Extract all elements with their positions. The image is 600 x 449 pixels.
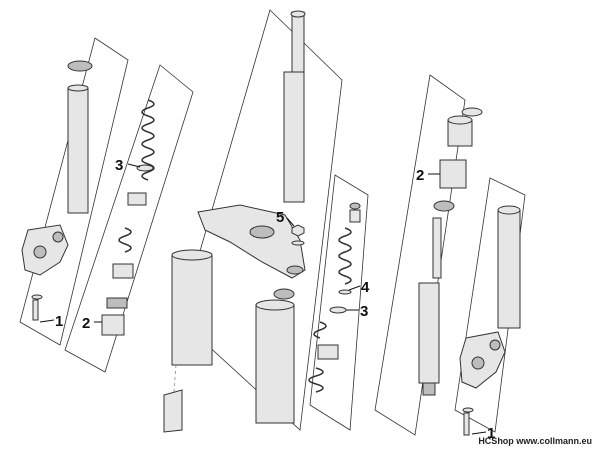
left-spring-seat [136, 164, 154, 172]
right-bolt [463, 412, 470, 436]
right-lower-spring [308, 367, 324, 393]
left-spring-frame [64, 64, 194, 373]
stem-cap [290, 10, 306, 18]
left-top-seal [67, 60, 93, 72]
right-top-cap [349, 202, 361, 210]
right-damper-frame [374, 74, 466, 436]
right-circlip [461, 107, 483, 117]
callout-5-center: 5 [276, 209, 284, 226]
center-washer [273, 288, 295, 300]
left-spring [141, 99, 155, 181]
right-bracket-hole-2 [489, 339, 501, 351]
left-leg-group: 1 [19, 37, 129, 346]
callout-1-right: 1 [487, 425, 495, 442]
right-spring-group: 4 3 [308, 174, 370, 431]
right-washer [329, 306, 347, 314]
callout-4-center: 4 [361, 279, 370, 296]
right-bracket-hole [471, 356, 485, 370]
right-leg-frame [454, 177, 526, 433]
left-bracket-hole [33, 245, 47, 259]
right-damper-foot [422, 382, 436, 396]
right-damper-body [418, 282, 440, 384]
callout-5-center-leader [286, 217, 295, 227]
callout-3-center: 3 [360, 303, 368, 320]
left-outer-tube-top [67, 84, 89, 92]
left-spacer [127, 192, 147, 206]
center-left-tube-foot [163, 389, 183, 433]
center-stem-group: 5 [163, 9, 343, 433]
callout-1-left-leader [39, 319, 55, 323]
right-bushing-top-rim [447, 115, 473, 125]
left-outer-tube [67, 87, 89, 214]
left-bushing-lower [101, 314, 125, 336]
center-left-tube [171, 254, 213, 366]
left-bolt [32, 299, 39, 321]
center-right-tube [255, 304, 295, 424]
clamp-hole-center [249, 225, 275, 239]
right-damper-group: 2 [374, 74, 483, 436]
center-left-tube-top [171, 249, 213, 261]
right-spring-frame [309, 174, 369, 431]
callout-1-left: 1 [55, 313, 63, 330]
left-bracket-hole-2 [52, 231, 64, 243]
right-spring-seat [338, 289, 352, 295]
left-bushing-mid [106, 297, 128, 309]
right-damper-rod [432, 217, 442, 279]
left-bushing-upper [112, 263, 134, 279]
callout-2-left: 2 [82, 315, 90, 332]
center-nut [291, 224, 305, 237]
steering-stem-top [291, 11, 305, 73]
center-washer-small [291, 240, 305, 246]
right-spring [338, 227, 352, 285]
left-short-spring [118, 227, 132, 253]
watermark-text: HCShop www.collmann.eu [478, 436, 592, 446]
clamp-hole-right [286, 265, 304, 275]
callout-3-left-leader [127, 163, 141, 168]
left-washer [31, 294, 43, 300]
right-washer-bottom [462, 407, 474, 413]
callout-1-right-leader [471, 431, 487, 435]
right-outer-tube-top [497, 205, 521, 215]
callout-4-center-leader [348, 285, 361, 291]
callout-2-right: 2 [416, 167, 424, 184]
center-right-tube-top [255, 299, 295, 311]
left-spring-group: 3 2 [64, 64, 194, 373]
callout-3-left: 3 [115, 157, 123, 174]
right-bushing-lower [439, 159, 467, 189]
right-leg-group: 1 [454, 177, 526, 442]
right-damper-seal [433, 200, 455, 212]
center-left-dash [173, 364, 177, 393]
right-spacer [317, 344, 339, 360]
right-outer-tube [497, 209, 521, 329]
steering-stem [283, 71, 305, 203]
right-short-spring [313, 321, 327, 339]
right-top-spacer [349, 209, 361, 223]
